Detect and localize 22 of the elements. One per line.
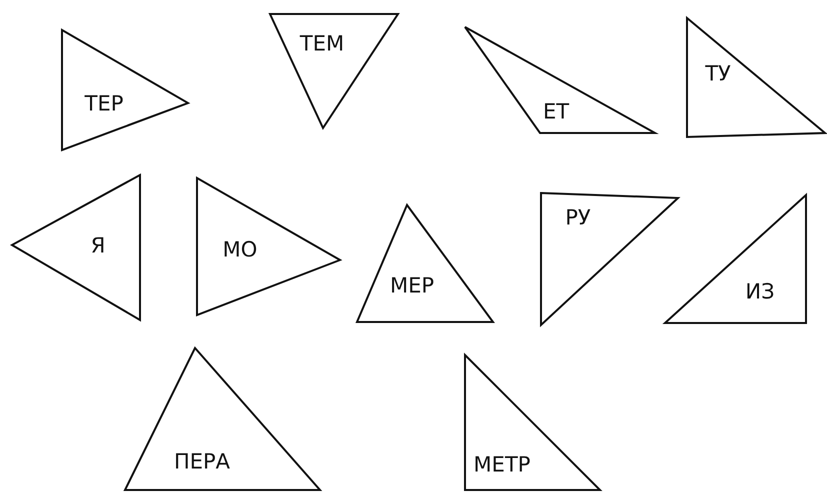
syllable-text: ТЕР xyxy=(84,94,124,114)
triangle xyxy=(196,177,341,316)
triangle xyxy=(464,354,601,491)
syllable-text: ЕТ xyxy=(542,102,570,122)
syllable-text: ТЕМ xyxy=(300,34,344,54)
syllable-text: МЕТР xyxy=(474,454,530,476)
triangle xyxy=(664,194,807,324)
triangle xyxy=(124,347,321,491)
triangle xyxy=(540,192,679,326)
triangle xyxy=(269,13,399,129)
syllable-text: МО xyxy=(222,240,258,260)
syllable-text: ПЕРА xyxy=(174,452,230,472)
triangle xyxy=(686,17,826,138)
triangle xyxy=(464,26,656,134)
syllable-text: ИЗ xyxy=(745,282,775,302)
syllable-text: Я xyxy=(90,236,106,256)
triangle xyxy=(11,174,141,321)
syllable-text: РУ xyxy=(565,208,591,228)
syllable-text: ТУ xyxy=(705,64,731,84)
triangle xyxy=(356,204,494,323)
triangle xyxy=(61,29,189,151)
syllable-text: МЕР xyxy=(390,276,434,296)
